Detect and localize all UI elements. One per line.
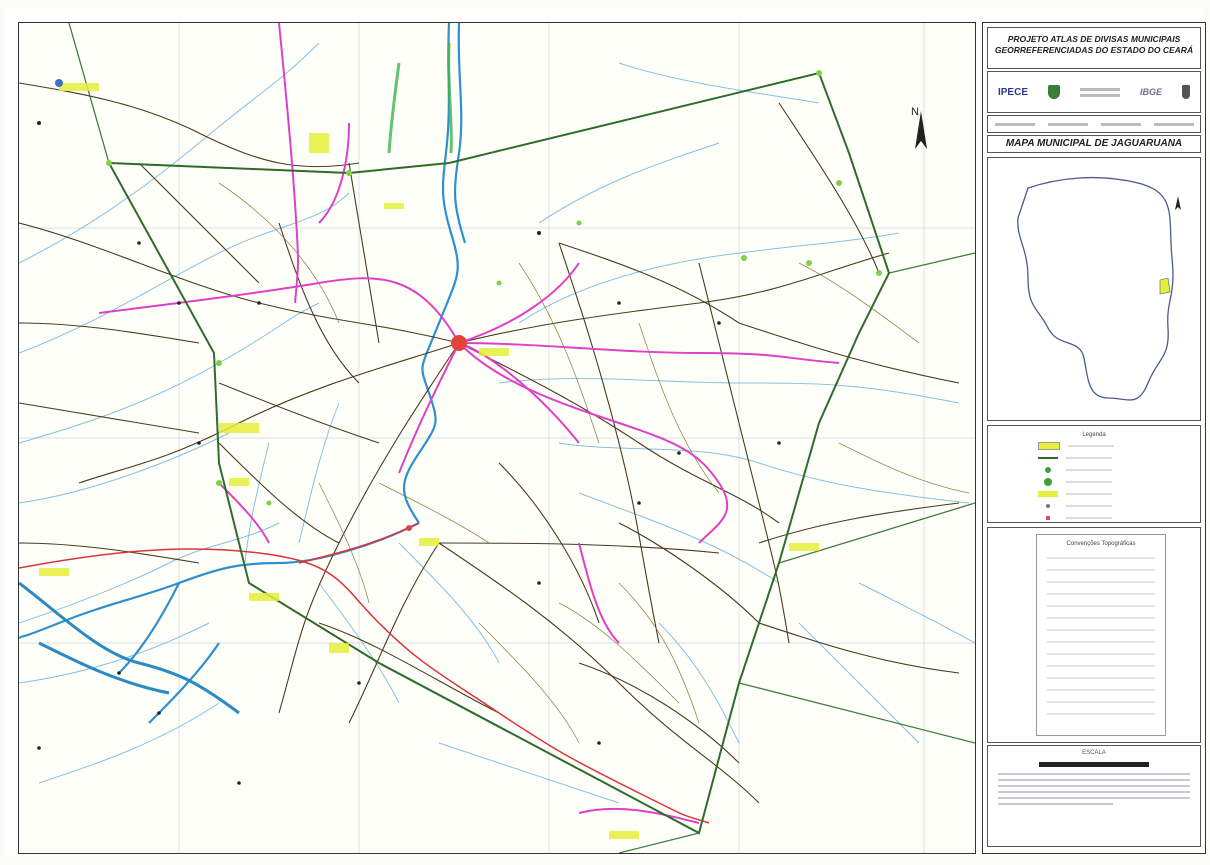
state-highways xyxy=(98,23,840,824)
title-box: PROJETO ATLAS DE DIVISAS MUNICIPAIS GEOR… xyxy=(987,27,1201,69)
roads xyxy=(19,82,960,804)
title-line-1: PROJETO ATLAS DE DIVISAS MUNICIPAIS xyxy=(1007,34,1181,44)
title-line-2: GEORREFERENCIADAS DO ESTADO DO CEARÁ xyxy=(994,45,1194,55)
jaguaruana-location xyxy=(1159,277,1171,295)
credits-box xyxy=(987,115,1201,133)
side-panel: PROJETO ATLAS DE DIVISAS MUNICIPAIS GEOR… xyxy=(982,22,1206,854)
logos-box: IPECE IBGE xyxy=(987,71,1201,113)
neighbor-boundaries xyxy=(68,23,975,853)
legend-item xyxy=(1038,478,1200,486)
ceara-seal-icon xyxy=(1047,85,1060,99)
legend-item xyxy=(1038,502,1200,510)
locator-map xyxy=(987,157,1201,421)
conventions-frame: Convenções Topográficas xyxy=(1036,534,1166,736)
scale-box: ESCALA xyxy=(987,745,1201,847)
ceara-state-outline xyxy=(1017,176,1181,401)
topographic-conventions: Convenções Topográficas xyxy=(987,527,1201,743)
notes-text xyxy=(998,773,1190,805)
north-label: N xyxy=(911,106,919,118)
legend-item xyxy=(1038,490,1200,498)
ipece-logo: IPECE xyxy=(997,86,1028,98)
legend-item xyxy=(1038,514,1200,522)
locator-north-icon xyxy=(1175,196,1181,210)
scale-title: ESCALA xyxy=(1082,750,1106,756)
localities xyxy=(106,70,882,506)
secretaria-logo-text xyxy=(1079,87,1120,97)
government-logo-icon xyxy=(1181,85,1190,99)
municipal-map: N xyxy=(19,23,975,853)
north-arrow-icon: N xyxy=(911,106,927,149)
federal-highway xyxy=(19,522,710,824)
map-sheet: N PROJETO ATLAS DE DIVISAS MUNICIPAIS GE… xyxy=(4,8,1206,856)
river-vegetation xyxy=(387,42,453,154)
conventions-title: Convenções Topográficas xyxy=(1066,541,1136,547)
jaguaribe-river xyxy=(19,23,467,724)
streams xyxy=(19,42,975,804)
map-frame[interactable]: N xyxy=(18,22,976,854)
secondary-roads xyxy=(218,182,970,744)
legend-item xyxy=(1038,454,1200,462)
municipal-boundary xyxy=(107,71,891,835)
legend: Legenda xyxy=(987,425,1201,523)
ibge-logo: IBGE xyxy=(1139,87,1162,97)
legend-item xyxy=(1038,466,1200,474)
highlighted-localities xyxy=(39,83,819,839)
city-markers xyxy=(55,79,467,531)
legend-item xyxy=(1038,442,1200,450)
legend-title: Legenda xyxy=(1082,432,1106,438)
map-name: MAPA MUNICIPAL DE JAGUARUANA xyxy=(987,135,1201,153)
scale-bar xyxy=(1039,762,1149,767)
river-west xyxy=(19,581,240,715)
places xyxy=(37,121,781,785)
